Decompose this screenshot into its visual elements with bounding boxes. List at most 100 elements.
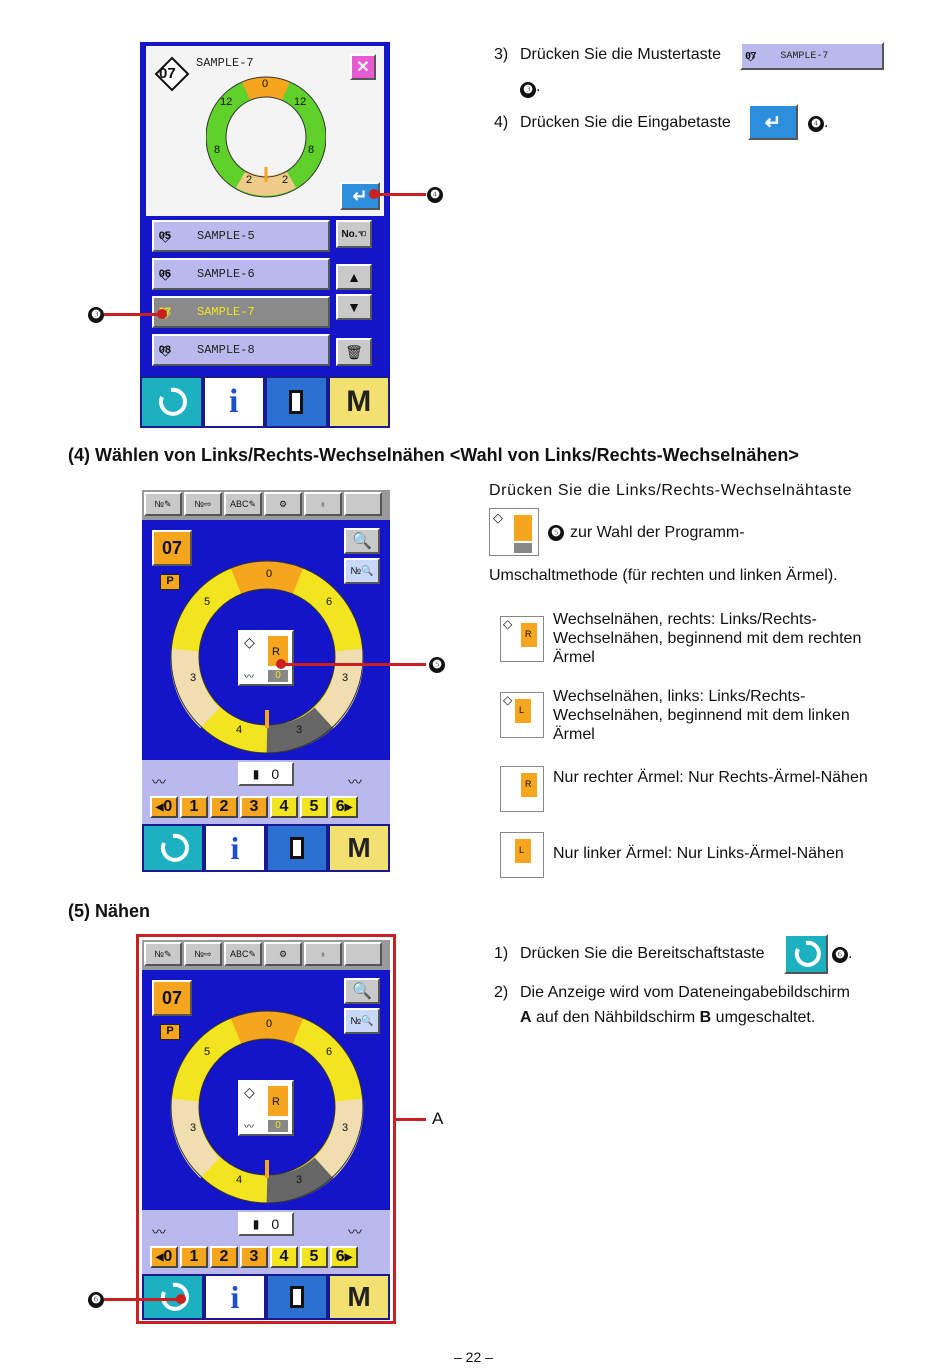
thread-icon: ♁	[319, 949, 327, 959]
tab-0[interactable]: ◀0	[150, 1246, 178, 1268]
tab-3[interactable]: 3	[240, 796, 268, 818]
magnify-button[interactable]: 🔍	[344, 978, 380, 1004]
communication-button[interactable]	[267, 378, 326, 426]
tool-blank-button[interactable]	[344, 492, 382, 516]
info-button[interactable]: i	[206, 826, 264, 870]
callout-dot-4	[369, 189, 379, 199]
section-5-heading: (5) Nähen	[68, 901, 151, 921]
tab-3[interactable]: 3	[240, 1246, 268, 1268]
sleeve-icon	[521, 623, 537, 647]
option-text-left-only: Nur linker Ärmel: Nur Links-Ärmel-Nähen	[553, 845, 844, 862]
tool-name-edit-button[interactable]: ABC✎	[224, 942, 262, 966]
close-button[interactable]: ✕	[350, 54, 376, 80]
wave-icon: 〰	[244, 1122, 254, 1133]
pattern-list-item-07-selected[interactable]: ◇ 07 SAMPLE-7	[152, 296, 330, 328]
sleeve-icon	[515, 839, 531, 863]
counter-button[interactable]: ▮ 0	[238, 1212, 294, 1236]
tool-no-edit-button[interactable]: №✎	[144, 942, 182, 966]
tab-1[interactable]: 1	[180, 1246, 208, 1268]
mode-button[interactable]: M	[329, 378, 388, 426]
lr-alternate-button[interactable]: R ◇ 0 〰	[238, 1080, 294, 1136]
enter-icon: ↵	[764, 111, 782, 134]
delete-button[interactable]: 🗑	[336, 338, 372, 366]
counter-icon: ⚙	[278, 948, 288, 959]
tool-name-edit-button[interactable]: ABC✎	[224, 492, 262, 516]
communication-icon	[290, 1286, 304, 1308]
diamond-icon: ◇	[503, 693, 513, 707]
pattern-list-item-05[interactable]: ◇ 05 SAMPLE-5	[152, 220, 330, 252]
ready-button[interactable]	[144, 1276, 202, 1318]
pattern-number-button[interactable]: 07	[152, 530, 192, 566]
ready-button[interactable]	[144, 826, 202, 870]
info-button[interactable]: i	[206, 1276, 264, 1318]
no-search-button[interactable]: №🔍	[344, 558, 380, 584]
tab-6[interactable]: 6▶	[330, 1246, 358, 1268]
tab-label: 0	[163, 1248, 173, 1265]
option-text-right-only: Nur rechter Ärmel: Nur Rechts-Ärmel-Nähe…	[553, 769, 868, 786]
ring-top-value: 0	[266, 1018, 273, 1030]
counter-area: 〰 ▮ 0 〰	[142, 760, 390, 824]
bobbin-icon: ▮	[252, 1217, 260, 1231]
tool-blank-button[interactable]	[344, 942, 382, 966]
number-entry-button[interactable]: No. ☜	[336, 220, 372, 248]
ring-left-upper-value: 12	[220, 96, 233, 108]
tool-no-copy-button[interactable]: №⇨	[184, 492, 222, 516]
zero-box: 0	[268, 670, 288, 682]
mode-button[interactable]: M	[330, 826, 388, 870]
pattern-list-item-06[interactable]: ◇ 06 SAMPLE-6	[152, 258, 330, 290]
wave-right-icon: 〰	[348, 1224, 362, 1240]
step-2-line2-end: umgeschaltet.	[711, 1009, 816, 1026]
tab-2[interactable]: 2	[210, 796, 238, 818]
tab-5[interactable]: 5	[300, 1246, 328, 1268]
tab-2[interactable]: 2	[210, 1246, 238, 1268]
tab-4[interactable]: 4	[270, 1246, 298, 1268]
pattern-number: 07	[161, 537, 183, 558]
right-arrow-icon: ▶	[344, 1251, 353, 1263]
lr-alternate-button[interactable]: R ◇ 0 〰	[238, 630, 294, 686]
counter-button[interactable]: ▮ 0	[238, 762, 294, 786]
scroll-up-button[interactable]: ▲	[336, 264, 372, 290]
bottom-menu-bar: i M	[140, 376, 390, 428]
tab-6[interactable]: 6▶	[330, 796, 358, 818]
tab-5[interactable]: 5	[300, 796, 328, 818]
triangle-up-icon: ▲	[347, 269, 361, 285]
communication-button[interactable]	[268, 826, 326, 870]
lr-key-sample: ◇	[489, 508, 539, 556]
zero-value: 0	[275, 670, 281, 681]
step-4-number: 4)	[494, 114, 509, 131]
step-3-ref: ❸	[520, 82, 536, 98]
tool-thread-button[interactable]: ♁	[304, 492, 342, 516]
tab-0[interactable]: ◀0	[150, 796, 178, 818]
tool-thread-button[interactable]: ♁	[304, 942, 342, 966]
tool-no-edit-button[interactable]: №✎	[144, 492, 182, 516]
tool-counter-button[interactable]: ⚙	[264, 492, 302, 516]
tab-4[interactable]: 4	[270, 796, 298, 818]
info-button[interactable]: i	[204, 378, 263, 426]
list-item-name: SAMPLE-7	[197, 305, 255, 319]
pattern-list-item-08[interactable]: ◇ 08 SAMPLE-8	[152, 334, 330, 366]
communication-button[interactable]	[268, 1276, 326, 1318]
ring-upper-left-value: 5	[204, 596, 211, 608]
tab-1[interactable]: 1	[180, 796, 208, 818]
section-4-intro-line3: Umschaltmethode (für rechten und linken …	[489, 567, 838, 584]
right-arrow-icon: ▶	[344, 801, 353, 813]
screen-a-frame	[136, 934, 396, 1324]
pattern-number-icon	[154, 56, 190, 92]
ring-left-lower-value: 8	[214, 144, 221, 156]
mode-button[interactable]: M	[330, 1276, 388, 1318]
magnify-icon: 🔍	[352, 533, 372, 550]
counter-icon: ⚙	[278, 498, 288, 509]
no-search-button[interactable]: №🔍	[344, 1008, 380, 1034]
tool-counter-button[interactable]: ⚙	[264, 942, 302, 966]
magnify-button[interactable]: 🔍	[344, 528, 380, 554]
enter-button[interactable]: ↵	[340, 182, 380, 210]
step-2-line2-mid: auf den Nähbildschirm	[531, 1009, 700, 1026]
section-4-intro-ref: ❺	[548, 525, 564, 541]
tab-label: 3	[249, 1248, 259, 1265]
scroll-down-button[interactable]: ▼	[336, 294, 372, 320]
pattern-number: 07	[161, 987, 183, 1008]
ready-button[interactable]	[142, 378, 201, 426]
diamond-icon: ◇	[244, 634, 255, 650]
pattern-number-button[interactable]: 07	[152, 980, 192, 1016]
tool-no-copy-button[interactable]: №⇨	[184, 942, 222, 966]
